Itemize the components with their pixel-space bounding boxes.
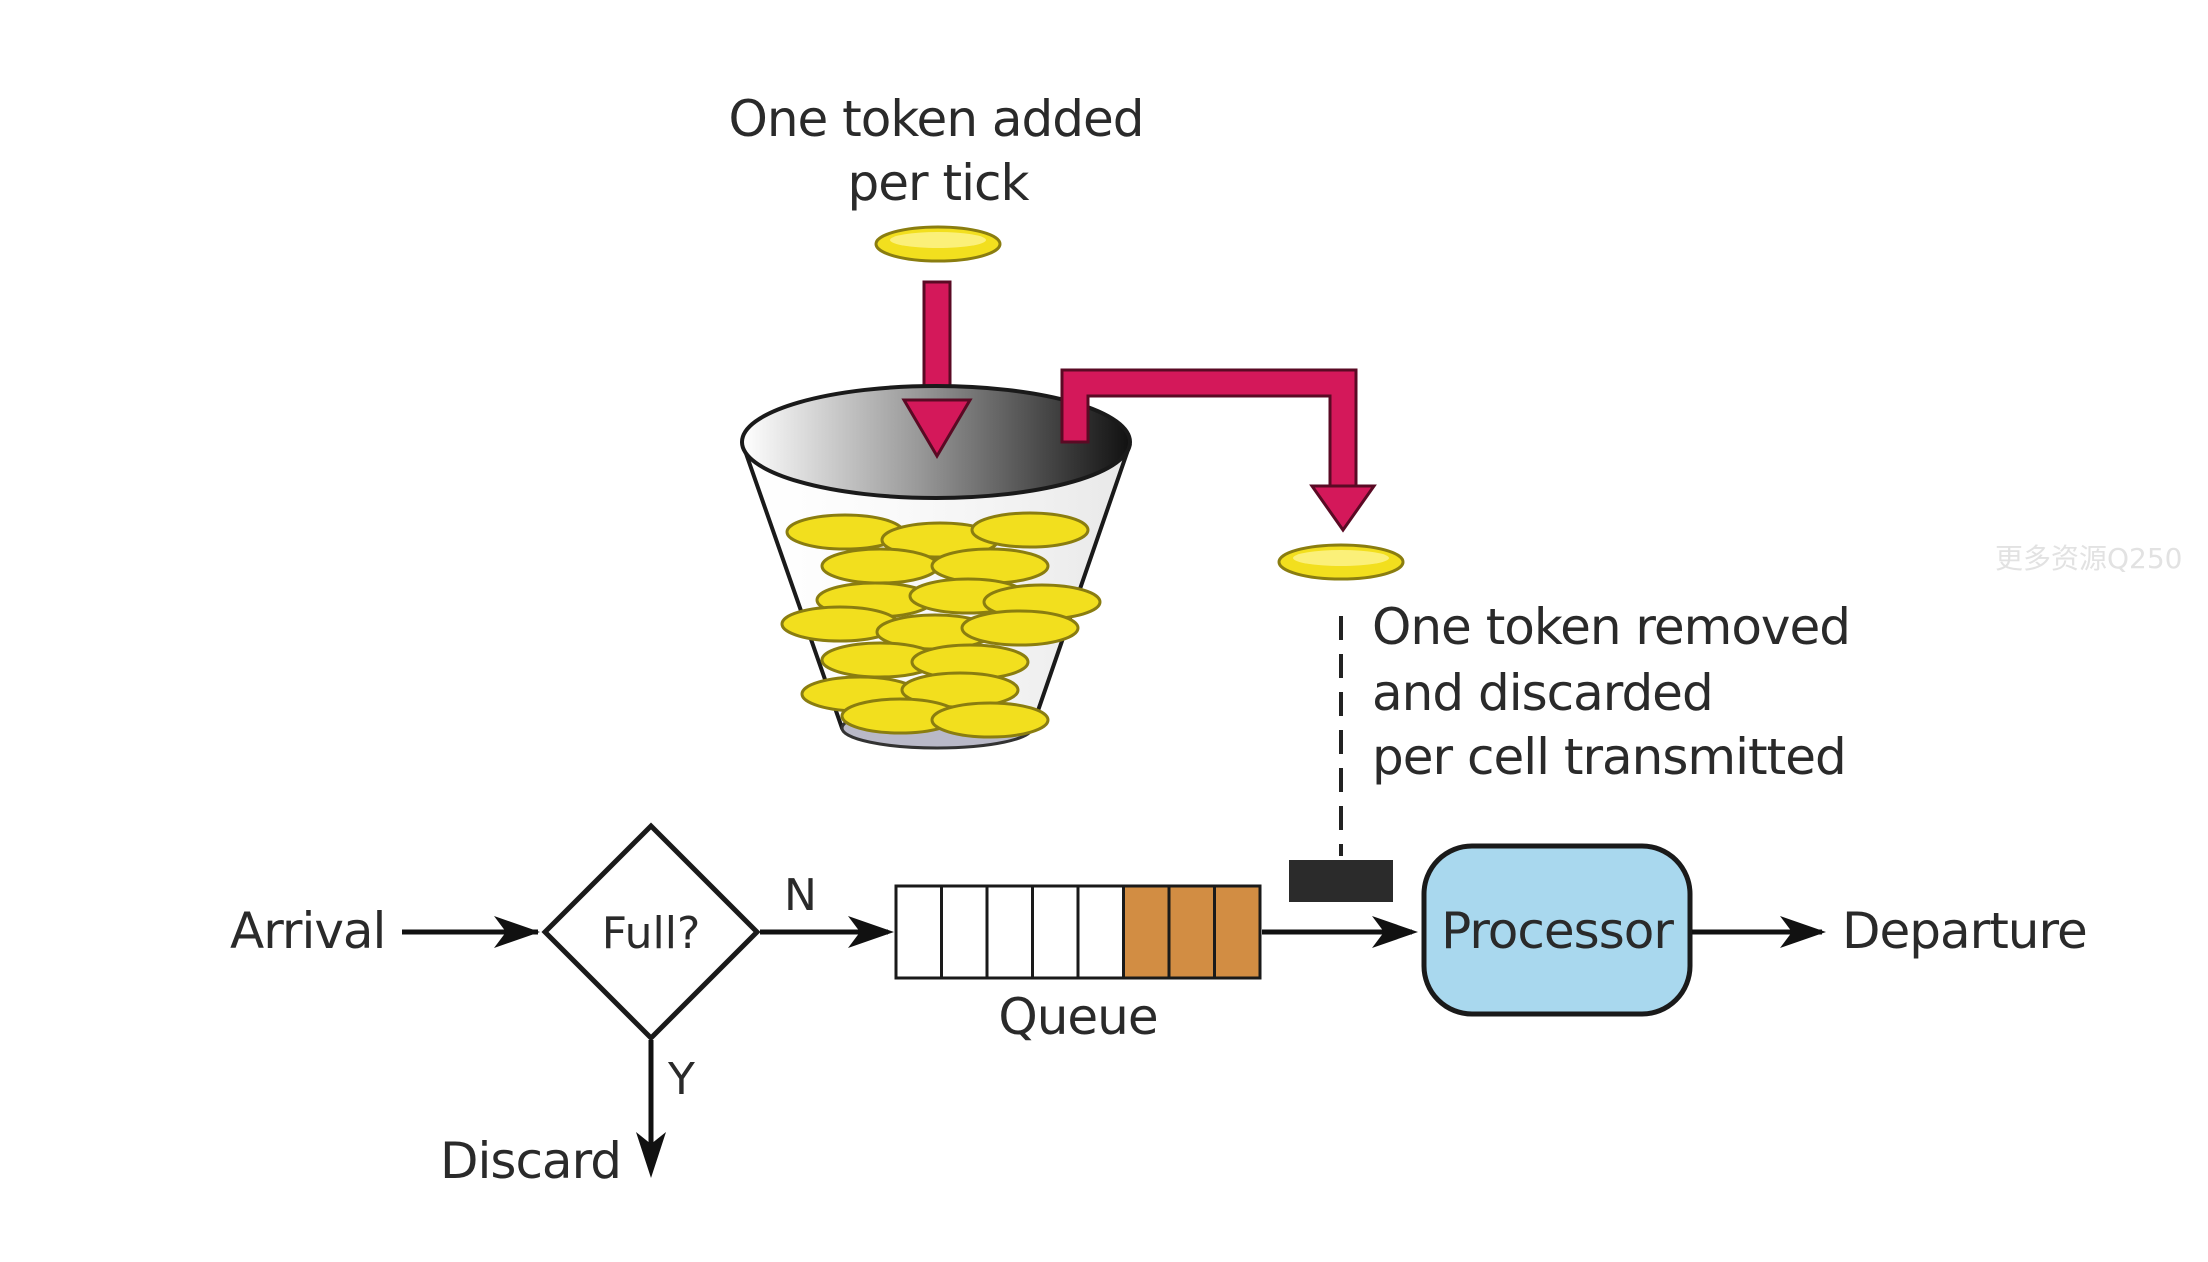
queue-slot-empty [985, 884, 1034, 980]
queue-slot-filled [1213, 884, 1262, 980]
bucket-token [820, 547, 940, 585]
bucket-token [970, 511, 1090, 549]
token-removed-label-line1: One token removed [1372, 598, 1850, 656]
removed-token-highlight [1293, 550, 1389, 566]
watermark-text: 更多资源Q250 [1995, 542, 2182, 575]
queue-slot-empty [1076, 884, 1125, 980]
branch-yes-label: Y [667, 1054, 695, 1105]
arrival-label: Arrival [230, 902, 385, 960]
token-bucket [740, 384, 1132, 750]
bucket-token [930, 547, 1050, 585]
bucket-token [930, 701, 1050, 739]
decision-label: Full? [602, 908, 701, 959]
queue-slot-empty [940, 884, 989, 980]
processor-box [1421, 843, 1693, 1017]
incoming-token-highlight [890, 232, 986, 248]
bucket-token [960, 609, 1080, 647]
departure-label: Departure [1842, 902, 2087, 960]
remove-token-arrow [1060, 368, 1377, 533]
token-added-label-line1: One token added [728, 90, 1143, 148]
processor-label: Processor [1441, 902, 1674, 960]
cell-marker [1289, 860, 1393, 902]
branch-no-label: N [784, 870, 817, 921]
queue-slot-empty [894, 884, 943, 980]
queue-slot-filled [1122, 884, 1171, 980]
bucket-tokens [780, 511, 1102, 739]
full-decision-diamond [541, 822, 761, 1042]
token-added-label-line2: per tick [848, 154, 1030, 212]
queue-slot-empty [1031, 884, 1080, 980]
token-removed-label-line2: and discarded [1372, 664, 1713, 722]
token-removed-label-line3: per cell transmitted [1372, 728, 1846, 786]
discard-label: Discard [440, 1132, 621, 1190]
queue-slot-filled [1167, 884, 1216, 980]
queue [894, 884, 1262, 980]
queue-label: Queue [998, 988, 1157, 1046]
